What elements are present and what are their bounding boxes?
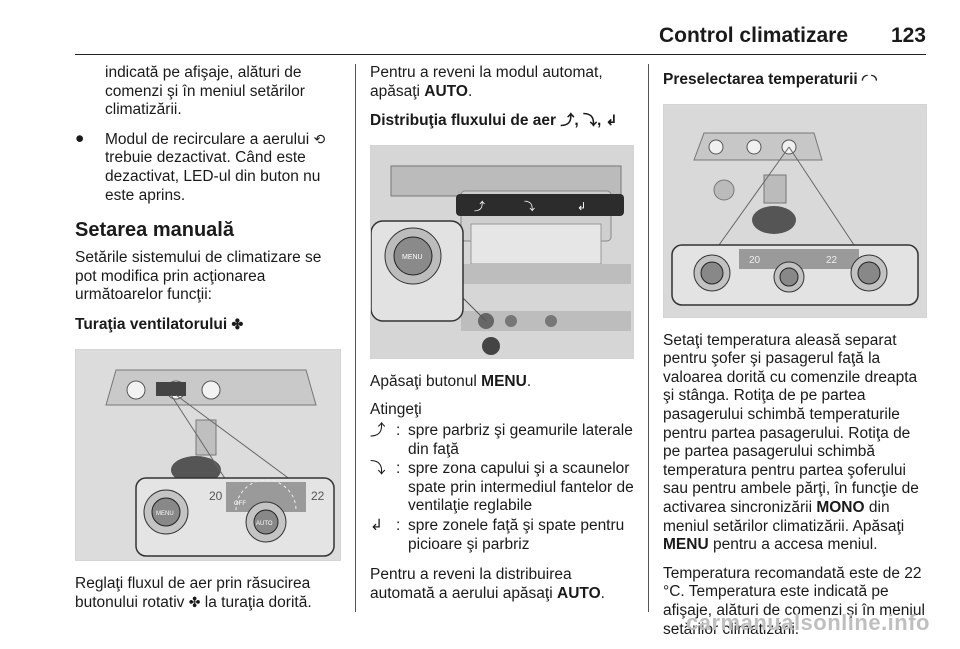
fig-temp-right: 22 [826, 255, 838, 266]
list-item: spre zonele faţă şi spate pentru picioar… [408, 516, 625, 553]
temperature-paragraph-1: Setaţi temperatura aleasă separat pentru… [663, 331, 919, 554]
column-2: Pentru a reveni la modul automat, apăsaţ… [370, 64, 638, 613]
column-divider-1 [355, 64, 356, 612]
distribution-list: ⤴:spre parbriz şi geamurile laterale din… [370, 422, 638, 554]
auto-mode-text: Pentru a reveni la modul automat, apăsaţ… [370, 64, 603, 100]
press-menu-text: Apăsaţi butonul MENU. [370, 372, 532, 390]
page-number: 123 [890, 24, 926, 47]
column-1: indicată pe afişaje, alături de comenzi … [75, 64, 343, 623]
air-distribution-heading: Distribuţia fluxului de aer ⤴, ⤵, ↲ [370, 112, 618, 130]
air-distribution-figure: ⤴ ⤵ ↲ MENU [370, 144, 634, 359]
windscreen-vent-icon: ⤴ [560, 112, 575, 129]
intro-text: Setările sistemului de climatizare se po… [75, 249, 322, 304]
temperature-heading: Preselectarea temperaturii ◜ ◝ [663, 71, 877, 88]
fig-face-icon: ⤵ [524, 200, 535, 213]
fig-off-label: OFF [234, 501, 246, 507]
watermark: carmanualsonline.info [686, 610, 930, 635]
page-header: Control climatizare 123 [0, 24, 960, 55]
continued-text: indicată pe afişaje, alături de comenzi … [105, 64, 305, 119]
column-divider-2 [648, 64, 649, 612]
fig-temp-left: 20 [209, 489, 223, 503]
bullet-dot: ● [75, 129, 85, 147]
face-vent-icon: ⤵ [582, 112, 597, 129]
face-vent-icon: ⤵ [370, 460, 386, 478]
section-heading: Setarea manuală [75, 219, 234, 242]
caption-fan: Reglaţi fluxul de aer prin răsucirea but… [75, 574, 312, 612]
fig-auto-label: AUTO [256, 521, 273, 527]
fig-temp-left: 20 [749, 255, 761, 266]
recirculation-icon: ⟲ [313, 130, 326, 147]
fig-foot-icon: ↲ [577, 200, 586, 213]
fig-menu-label: MENU [156, 511, 174, 517]
list-item: spre parbriz şi geamurile laterale din f… [408, 421, 633, 458]
fan-speed-figure: 20 22 OFF AUTO MENU [75, 348, 341, 561]
fan-icon: ✤ [188, 594, 201, 611]
bullet-text: Modul de recirculare a aerului ⟲ trebuie… [105, 130, 326, 204]
foot-vent-icon: ↲ [605, 112, 618, 129]
foot-vent-icon: ↲ [370, 516, 383, 534]
header-rule [75, 54, 926, 55]
temperature-dial-icon: ◜ ◝ [862, 71, 877, 87]
windscreen-vent-icon: ⤴ [370, 421, 386, 439]
fan-speed-heading: Turaţia ventilatorului ✤ [75, 315, 244, 333]
temperature-paragraph-2: Temperatura recomandată este de 22 °C. T… [663, 564, 925, 638]
touch-text: Atingeţi [370, 401, 422, 419]
fan-icon: ✤ [231, 315, 244, 332]
bullet-recirculation: ● Modul de recirculare a aerului ⟲ trebu… [75, 130, 343, 205]
column-3: Preselectarea temperaturii ◜ ◝ 20 22 [663, 64, 931, 649]
temperature-figure: 20 22 [663, 103, 927, 318]
return-auto-text: Pentru a reveni la distribuirea automată… [370, 566, 605, 602]
header-title: Control climatizare [658, 24, 848, 47]
fig-windscreen-icon: ⤴ [474, 199, 485, 213]
fig-temp-right: 22 [311, 489, 325, 503]
fig-menu-label: MENU [402, 254, 423, 261]
list-item: spre zona capului şi a scaunelor spate p… [408, 460, 634, 515]
